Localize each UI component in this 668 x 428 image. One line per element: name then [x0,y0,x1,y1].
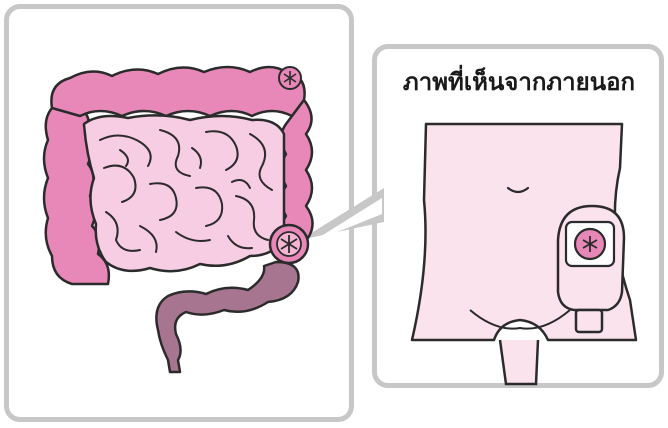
external-view-heading: ภาพที่เห็นจากภายนอก [376,62,662,101]
callout-pointer [300,188,384,243]
small-intestine [84,115,284,271]
colon-top-stoma-icon [279,67,301,89]
stoma-icon [270,225,308,263]
